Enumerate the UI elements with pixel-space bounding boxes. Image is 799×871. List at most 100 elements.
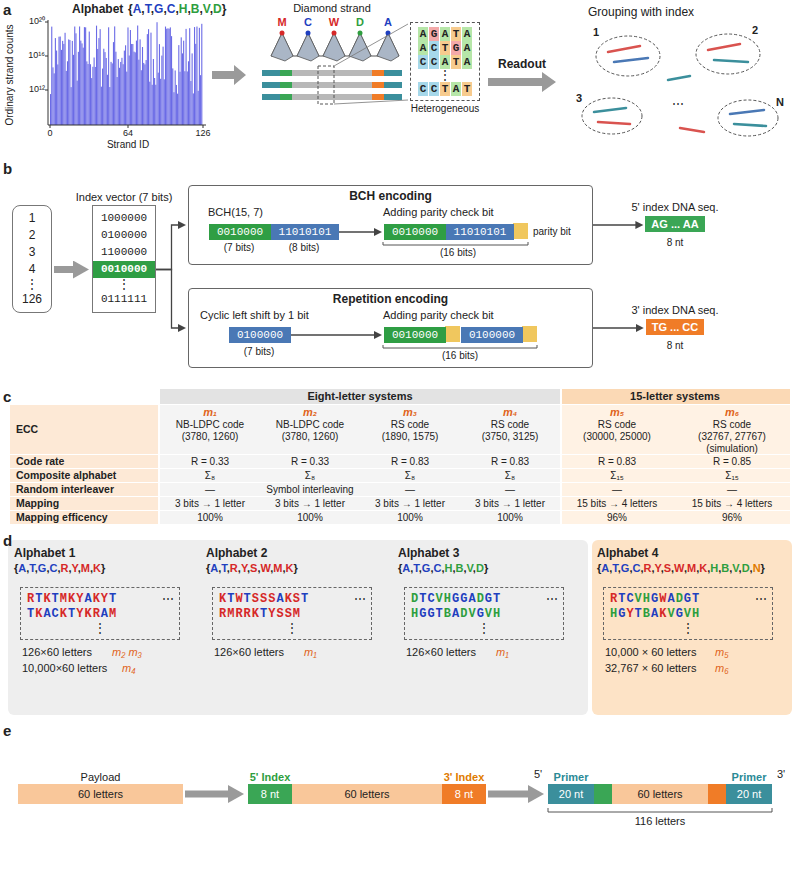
rect-shape bbox=[292, 82, 372, 88]
rect-shape bbox=[123, 64, 124, 125]
rect-shape bbox=[142, 47, 143, 125]
rect-shape bbox=[136, 41, 137, 125]
node-text: ⋯ bbox=[546, 592, 558, 607]
node-text: RTCVHGWADGT bbox=[610, 592, 766, 607]
polygon-shape bbox=[323, 33, 345, 61]
rect-shape bbox=[96, 26, 97, 125]
letter: A bbox=[43, 607, 51, 621]
letter: K bbox=[93, 562, 101, 574]
node-text: CCATA bbox=[418, 55, 473, 69]
node-text: 60 letters bbox=[18, 784, 183, 804]
polygon-shape bbox=[271, 33, 293, 61]
letter: D bbox=[676, 592, 684, 606]
line-shape bbox=[680, 128, 704, 132]
grouping-illustration bbox=[582, 34, 778, 136]
label: (3750, 3125) bbox=[482, 431, 539, 443]
label: m₁ bbox=[203, 406, 217, 419]
node-text: 2 bbox=[13, 227, 51, 244]
letter: , bbox=[257, 562, 260, 574]
label: m₃ bbox=[403, 406, 417, 419]
letter: } bbox=[101, 562, 105, 574]
letter: D bbox=[742, 562, 750, 574]
letter: C bbox=[429, 55, 439, 69]
rect-shape bbox=[156, 22, 157, 125]
letter: T bbox=[451, 27, 461, 41]
label: 96% bbox=[722, 512, 742, 524]
rect-shape bbox=[154, 78, 155, 125]
letter: K bbox=[84, 607, 92, 621]
letter: , bbox=[419, 562, 422, 574]
label: 32,767 × 60 letters bbox=[605, 662, 696, 675]
letter: T bbox=[692, 592, 700, 606]
line-shape bbox=[45, 56, 48, 57]
letter: M bbox=[273, 562, 282, 574]
letter: A bbox=[440, 55, 450, 69]
letter: , bbox=[609, 562, 612, 574]
rect-shape bbox=[131, 44, 132, 125]
label: 5' bbox=[534, 768, 542, 781]
letter: , bbox=[227, 562, 230, 574]
rect-shape bbox=[55, 38, 56, 125]
letter: Y bbox=[241, 562, 247, 574]
rect-shape bbox=[61, 50, 62, 125]
label: (32767, 27767) bbox=[698, 431, 766, 443]
bracket bbox=[383, 242, 528, 245]
letter: D bbox=[476, 562, 484, 574]
rect-shape bbox=[115, 52, 116, 125]
rect-shape bbox=[112, 63, 113, 125]
node-text: 0010000 bbox=[384, 224, 446, 240]
node-text: AG ... AA bbox=[645, 216, 704, 232]
label: N bbox=[776, 96, 784, 109]
letter: , bbox=[218, 562, 221, 574]
bit-bar: 0010000 bbox=[209, 224, 271, 240]
line-shape bbox=[598, 122, 630, 124]
node-text: 0100000 bbox=[461, 327, 523, 343]
connector-arrow bbox=[155, 225, 180, 270]
letter: K bbox=[219, 592, 227, 606]
letter: M bbox=[227, 607, 235, 621]
letter: C bbox=[429, 41, 439, 55]
label: (16 bits) bbox=[442, 350, 478, 362]
letter: } bbox=[761, 562, 765, 574]
rect-shape bbox=[562, 405, 790, 454]
node-text: 3' index DNA seq. bbox=[630, 303, 720, 317]
rect-shape bbox=[103, 49, 104, 125]
rect-shape bbox=[71, 87, 72, 125]
ellipse-shape bbox=[596, 36, 660, 76]
letter: , bbox=[187, 2, 190, 16]
letter: T bbox=[493, 592, 501, 606]
letter: A bbox=[18, 562, 26, 574]
rect-shape bbox=[172, 68, 173, 125]
label: 8 nt bbox=[667, 340, 684, 352]
rect-shape bbox=[75, 33, 76, 125]
rect-shape bbox=[292, 70, 372, 76]
line-shape bbox=[608, 46, 640, 52]
letter: C bbox=[427, 592, 435, 606]
label: m₁ bbox=[304, 646, 317, 659]
rect-shape bbox=[65, 33, 66, 125]
rect-shape bbox=[150, 33, 151, 125]
parity-bit bbox=[522, 326, 537, 342]
node-text: 3 bbox=[13, 244, 51, 261]
rect-shape bbox=[57, 64, 58, 125]
letter: B bbox=[643, 607, 651, 621]
letter: T bbox=[440, 41, 450, 55]
line-shape bbox=[45, 90, 48, 91]
rect-shape bbox=[187, 71, 188, 125]
label: parity bit bbox=[533, 226, 571, 238]
letter: C bbox=[433, 562, 441, 574]
strand-segment: Payload60 letters bbox=[18, 770, 183, 804]
letter: , bbox=[430, 562, 433, 574]
label: NB-LDPC code bbox=[176, 419, 244, 431]
node-text: 0010000 bbox=[209, 224, 271, 240]
letter: , bbox=[452, 562, 455, 574]
letter: A bbox=[667, 592, 675, 606]
rect-shape bbox=[126, 72, 127, 125]
label: 15-letter systems bbox=[630, 390, 720, 403]
label: Σ₈ bbox=[205, 470, 215, 482]
letter: { bbox=[128, 2, 133, 16]
flow-arrow bbox=[212, 65, 246, 85]
label: 10¹⁶ bbox=[28, 50, 45, 60]
node-text: Alphabet 1 bbox=[14, 546, 200, 561]
